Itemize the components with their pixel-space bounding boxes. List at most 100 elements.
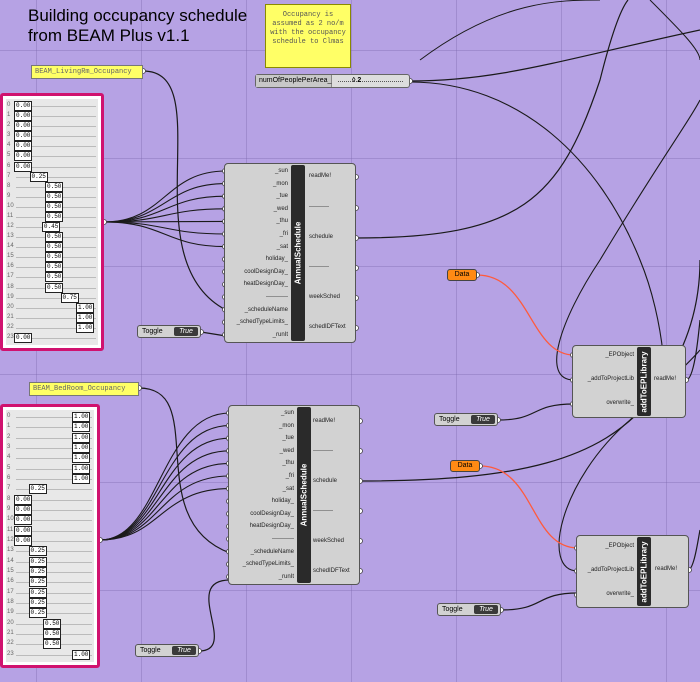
input-heatdesignday[interactable]: heatDesignDay_	[243, 281, 288, 288]
row-value[interactable]: 0.00	[14, 525, 33, 536]
wire-toggle2[interactable]	[497, 403, 575, 421]
wire-toggle1[interactable]	[200, 331, 227, 337]
input-sat[interactable]: _sat	[276, 243, 288, 250]
wire-lib2-out[interactable]	[687, 529, 700, 571]
data-param-2[interactable]: Data	[450, 460, 480, 472]
input-sun[interactable]: _sun	[280, 410, 294, 416]
wire-gmf2-day[interactable]	[99, 462, 231, 541]
row-value[interactable]: 1.00	[72, 649, 91, 660]
input-mon[interactable]: _mon	[272, 180, 288, 187]
row-value[interactable]: 0.50	[45, 272, 64, 283]
note-panel[interactable]: Occupancy is assumed as 2 no/m with the …	[265, 4, 351, 68]
output-[interactable]: ----------	[313, 508, 333, 514]
toggle-value[interactable]: True	[471, 415, 495, 424]
row-value[interactable]: 0.25	[28, 587, 47, 598]
row-value[interactable]: 0.25	[28, 577, 47, 588]
wire-living-name[interactable]	[142, 70, 227, 311]
wire-gmf2-day[interactable]	[99, 488, 231, 541]
row-value[interactable]: 0.50	[45, 181, 64, 192]
row-value[interactable]: 0.00	[14, 111, 33, 122]
row-value[interactable]: 1.00	[76, 312, 95, 323]
row-value[interactable]: 1.00	[76, 322, 95, 333]
toggle-value[interactable]: True	[474, 605, 498, 614]
row-value[interactable]: 0.25	[28, 546, 47, 557]
output-weeksched[interactable]: weekSched	[309, 294, 341, 300]
row-value[interactable]: 1.00	[72, 422, 91, 433]
input-schedtypelimits[interactable]: _schedTypeLimits_	[242, 561, 294, 568]
row-value[interactable]: 0.25	[28, 598, 47, 608]
input-wed[interactable]: _wed	[273, 205, 288, 212]
row-value[interactable]: 0.00	[14, 101, 33, 111]
row-value[interactable]: 0.00	[14, 151, 33, 162]
row-value[interactable]: 0.50	[45, 211, 64, 222]
input-tue[interactable]: _tue	[282, 435, 294, 442]
input-thu[interactable]: _thu	[276, 218, 288, 225]
input-epobject[interactable]: _EPObject	[605, 543, 634, 549]
input-overwrite[interactable]: overwrite_	[606, 400, 634, 406]
input-sun[interactable]: _sun	[274, 168, 288, 174]
input-addtoprojectlib[interactable]: _addToProjectLib	[587, 567, 634, 573]
row-value[interactable]: 1.00	[76, 302, 95, 313]
input-holiday[interactable]: holiday_	[265, 256, 288, 263]
row-value[interactable]: 0.00	[14, 332, 33, 343]
input-tue[interactable]: _tue	[276, 193, 288, 200]
wire-schedule1[interactable]	[355, 0, 629, 239]
panel-living-room[interactable]: BEAM_LivingRm_Occupancy	[31, 65, 143, 79]
row-value[interactable]: 0.00	[14, 536, 33, 546]
row-value[interactable]: 1.00	[72, 453, 91, 464]
output-readme[interactable]: readMe!	[655, 566, 678, 572]
wire-data2[interactable]	[479, 465, 579, 549]
row-value[interactable]: 0.25	[28, 567, 47, 577]
input-thu[interactable]: _thu	[282, 460, 294, 467]
wire-gmf1-day[interactable]	[103, 221, 227, 235]
wire-gmf1-day[interactable]	[103, 221, 227, 248]
wire-lib1-out[interactable]	[685, 319, 700, 381]
input-[interactable]: -----------	[266, 294, 288, 300]
wire-toggle4[interactable]	[198, 579, 231, 652]
input-heatdesignday[interactable]: heatDesignDay_	[249, 523, 294, 530]
row-value[interactable]: 1.00	[72, 412, 91, 422]
row-value[interactable]: 1.00	[72, 443, 91, 453]
toggle-value[interactable]: True	[174, 327, 198, 336]
row-value[interactable]: 0.50	[45, 242, 64, 253]
output-schedule[interactable]: schedule	[309, 234, 334, 240]
wire-long-3[interactable]	[649, 0, 700, 61]
output-[interactable]: ----------	[309, 264, 329, 270]
num-people-slider[interactable]: numOfPeoplePerArea_ ◊ 2	[255, 74, 410, 88]
annual-schedule-component-1[interactable]: AnnualSchedule_sun_mon_tue_wed_thu_fri_s…	[224, 163, 356, 343]
output-schedidftext[interactable]: schedIDFText	[313, 568, 350, 574]
output-readme[interactable]: readMe!	[313, 418, 336, 424]
input-mon[interactable]: _mon	[278, 422, 294, 429]
